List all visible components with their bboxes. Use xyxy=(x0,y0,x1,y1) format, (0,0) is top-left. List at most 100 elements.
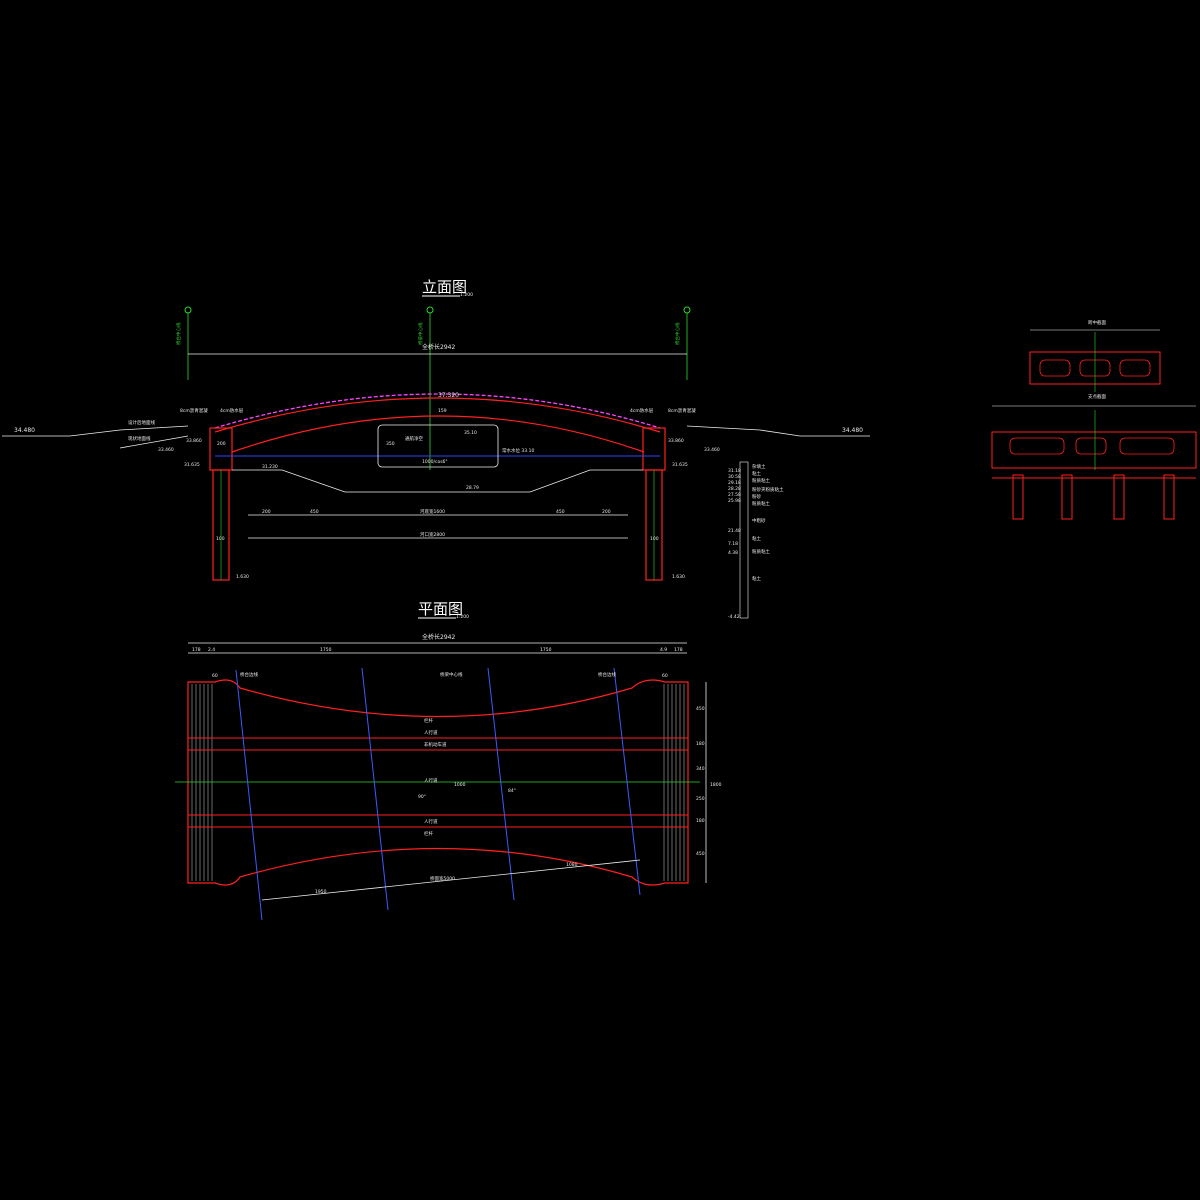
upper-section-title: 跨中截面 xyxy=(1088,319,1106,326)
right-dim-5: 180 xyxy=(696,818,705,824)
soil-elev-9: 4.38 xyxy=(728,550,738,556)
right-dim-3: 340 xyxy=(696,766,705,772)
lane-label-2: 人行道 xyxy=(424,729,438,736)
soil-layer-7: 中粗砂 xyxy=(752,517,766,524)
bottom-dim-2: 桥面宽5000 xyxy=(430,875,455,882)
plan-top-dim-1: 178 xyxy=(192,647,201,653)
soil-elev-1: 31.18 xyxy=(728,468,741,474)
soil-layer-4: 粉砂夹粉质粘土 xyxy=(752,486,784,493)
axis-right-label: 桥台中心线 xyxy=(674,322,681,345)
bottom-dim-3: 1080 xyxy=(566,862,578,868)
segment-dimensions: 200 450 河底宽1600 450 200 河口宽2800 xyxy=(248,508,628,539)
soil-layer-3: 粉质粘土 xyxy=(752,477,770,484)
left-abut-edge-label: 桥台边线 xyxy=(240,671,258,678)
axis-left-label: 桥台中心线 xyxy=(175,322,182,345)
soil-layer-10: 粘土 xyxy=(752,575,761,582)
angle-left: 90° xyxy=(418,794,426,800)
lane-label-5: 栏杆 xyxy=(424,830,433,837)
soil-elev-10: -4.42 xyxy=(728,614,740,620)
left-pile-dim: 100 xyxy=(216,536,225,542)
soil-layer-8: 粘土 xyxy=(752,535,761,542)
cross-section-lower: 支点截面 xyxy=(991,393,1197,520)
right-deck-elev: 33.860 xyxy=(668,438,684,444)
left-abut-elev: 33.460 xyxy=(158,447,174,453)
nav-width: 1000/cos6° xyxy=(422,459,448,465)
left-slope-label-2: 现状地面线 xyxy=(128,435,151,442)
plan-total-length: 全桥长2942 xyxy=(422,633,455,641)
soil-layer-5: 粉砂 xyxy=(752,493,761,500)
axis-markers: 桥台中心线 桥梁中心线 桥台中心线 xyxy=(175,306,691,470)
segment-dim-2: 450 xyxy=(310,509,319,515)
elevation-title: 立面图 xyxy=(422,278,467,296)
center-label-1: 人行道 xyxy=(424,777,438,784)
soil-elev-5: 27.58 xyxy=(728,492,741,498)
left-abut-dim: 200 xyxy=(217,441,226,447)
water-level: 常水水位 33.10 xyxy=(502,447,534,454)
right-pile-dim: 100 xyxy=(650,536,659,542)
plan-top-dim-4: 1750 xyxy=(540,647,552,653)
segment-dim-4: 450 xyxy=(556,509,565,515)
left-pile-tip: 1.630 xyxy=(236,574,249,580)
cross-section-upper: 跨中截面 xyxy=(1029,319,1161,392)
elevation-total-length: 全桥长2942 xyxy=(422,343,455,351)
center-label-2: 1000 xyxy=(454,782,466,788)
right-dim-2: 180 xyxy=(696,741,705,747)
plan-top-dim-5: 4.9 xyxy=(660,647,667,653)
left-deck-elev: 33.860 xyxy=(186,438,202,444)
plan-total-width: 1800 xyxy=(710,782,722,788)
river-width: 河口宽2800 xyxy=(420,531,445,538)
segment-dim-5: 200 xyxy=(602,509,611,515)
left-ground-elev: 34.480 xyxy=(14,427,35,434)
right-dim-1: 450 xyxy=(696,706,705,712)
nav-elev: 35.10 xyxy=(464,430,477,436)
crown-elevation: 37.320 xyxy=(438,392,459,399)
nav-box-label: 通航净空 xyxy=(405,435,423,442)
left-slope-label-1: 设计后地面线 xyxy=(128,419,155,426)
lower-section-title: 支点截面 xyxy=(1088,393,1106,400)
axis-mid-label: 桥梁中心线 xyxy=(417,322,424,345)
segment-dim-3: 河底宽1600 xyxy=(420,508,445,515)
segment-dim-1: 200 xyxy=(262,509,271,515)
left-pave-label-2: 4cm防水层 xyxy=(220,407,244,414)
soil-layer-1: 杂填土 xyxy=(752,463,766,470)
soil-elev-2: 30.58 xyxy=(728,474,741,480)
plan-view: 平面图 1:200 全桥长2942 178 2.4 1750 1750 4.9 … xyxy=(175,600,722,921)
plan-mid-label: 桥梁中心线 xyxy=(440,671,463,678)
soil-elev-7: 21.48 xyxy=(728,528,741,534)
plan-hatching xyxy=(191,684,685,881)
right-dim-4: 250 xyxy=(696,796,705,802)
soil-layer-6: 粉质粘土 xyxy=(752,500,770,507)
right-dim-6: 450 xyxy=(696,851,705,857)
right-ground-elev: 34.480 xyxy=(842,427,863,434)
soil-elev-8: 7.18 xyxy=(728,541,738,547)
right-footing-elev: 31.635 xyxy=(672,462,688,468)
lane-label-4: 人行道 xyxy=(424,818,438,825)
right-abut-edge-label: 桥台边线 xyxy=(598,671,616,678)
plan-top-dim-2: 2.4 xyxy=(208,647,215,653)
plan-title: 平面图 xyxy=(418,600,463,618)
angle-right: 84° xyxy=(508,788,516,794)
soil-layer-2: 粘土 xyxy=(752,470,761,477)
soil-elev-3: 29.18 xyxy=(728,480,741,486)
right-pile-tip: 1.630 xyxy=(672,574,685,580)
plan-top-dim-6: 178 xyxy=(674,647,683,653)
soil-elev-6: 25.98 xyxy=(728,498,741,504)
right-pave-label: 4cm防水层 xyxy=(630,407,654,414)
left-footing-elev: 31.635 xyxy=(184,462,200,468)
left-pave-label: 8cm沥青混凝 xyxy=(180,407,208,414)
soil-layer-9: 粉质粘土 xyxy=(752,548,770,555)
lane-label-3: 非机动车道 xyxy=(424,741,447,748)
bottom-dim-1: 1950 xyxy=(315,889,327,895)
right-pave-label-2: 8cm沥青混凝 xyxy=(668,407,696,414)
nav-height: 350 xyxy=(386,441,395,447)
left-bed-elev: 31.230 xyxy=(262,464,278,470)
elevation-scale: 1:200 xyxy=(460,292,473,298)
right-end-dim: 60 xyxy=(662,673,668,679)
soil-column: 31.18 杂填土 30.58 粘土 29.18 粉质粘土 28.28 粉砂夹粉… xyxy=(728,461,784,620)
lane-label-1: 栏杆 xyxy=(424,717,433,724)
right-abut-elev: 33.460 xyxy=(704,447,720,453)
elevation-view: 立面图 1:200 桥台中心线 桥梁中心线 桥台中心线 全桥长2942 34.4… xyxy=(2,278,870,581)
plan-scale: 1:200 xyxy=(456,614,469,620)
left-end-dim: 60 xyxy=(212,673,218,679)
